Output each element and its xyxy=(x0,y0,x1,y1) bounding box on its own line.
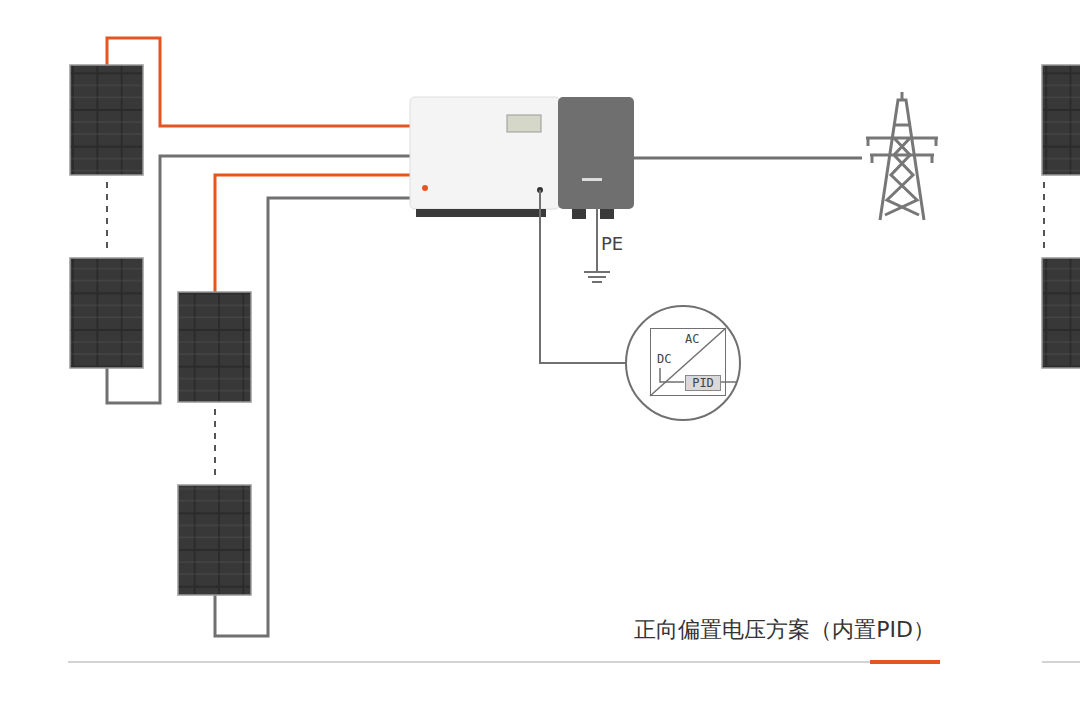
pid-box: PID xyxy=(685,375,721,391)
ground-label: PE xyxy=(601,233,623,254)
converter-box: AC DC PID xyxy=(650,328,726,396)
pid-internal-lines xyxy=(650,328,737,396)
rule-accent xyxy=(870,660,940,664)
pid-callout-circle xyxy=(626,306,740,420)
pid-wire xyxy=(540,190,626,363)
box-label: PID xyxy=(686,376,720,390)
transmission-tower xyxy=(866,92,938,220)
box-label: DC xyxy=(657,352,671,366)
dc-wires xyxy=(107,38,862,636)
string-dashes xyxy=(107,182,1044,479)
pv-panels xyxy=(70,65,1080,595)
diagram-title: 正向偏置电压方案（内置PID） xyxy=(634,615,935,645)
box-label: AC xyxy=(685,332,699,346)
rule xyxy=(68,661,940,663)
rule xyxy=(1042,661,1080,663)
inverter xyxy=(410,97,634,219)
